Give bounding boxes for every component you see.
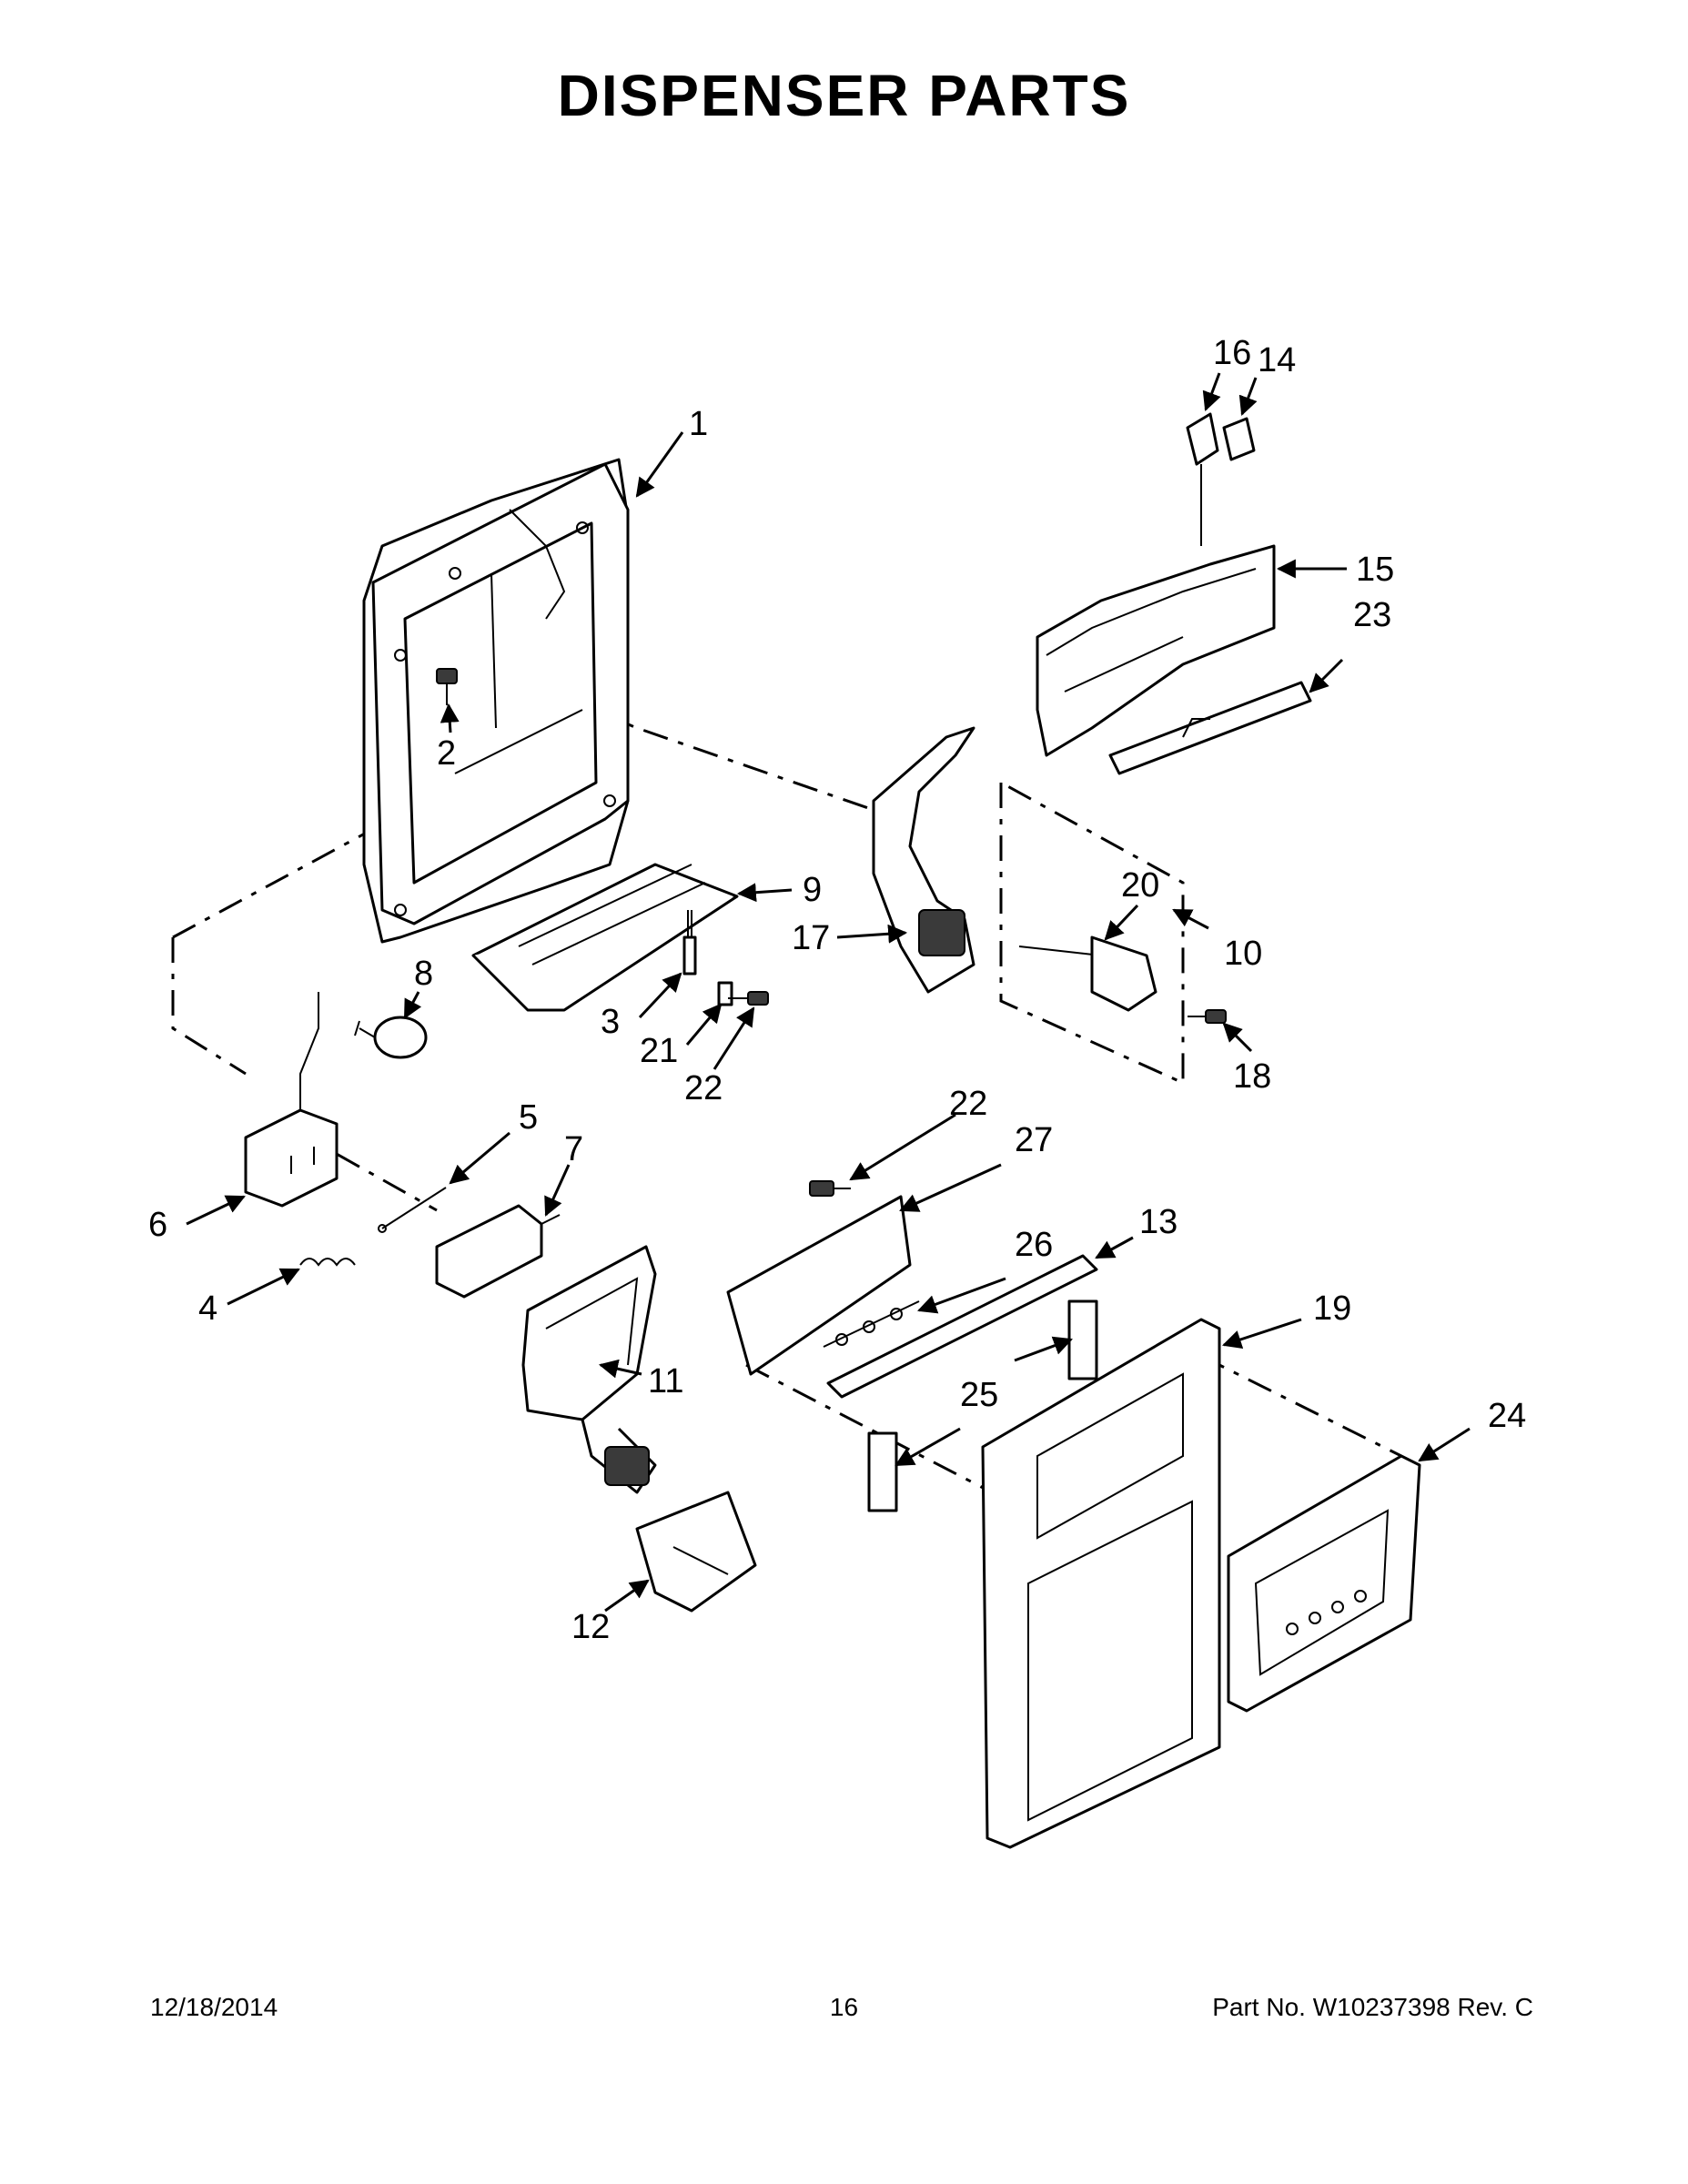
part-16-bracket xyxy=(1186,412,1219,546)
part-14-plate xyxy=(1222,417,1256,461)
part-11-chute xyxy=(521,1245,657,1494)
callout-7: 7 xyxy=(564,1130,583,1168)
callout-15: 15 xyxy=(1356,551,1394,589)
part-17-actuator xyxy=(872,726,975,994)
part-24-panel xyxy=(1227,1454,1421,1713)
part-22-screw-lower xyxy=(809,1180,851,1197)
part-18-screw xyxy=(1188,1009,1227,1024)
callout-4: 4 xyxy=(198,1289,217,1328)
page-title: DISPENSER PARTS xyxy=(557,63,1131,128)
part-21-clip xyxy=(717,981,733,1006)
callout-12: 12 xyxy=(571,1608,610,1646)
part-26-lights xyxy=(823,1300,920,1348)
part-12-flap xyxy=(635,1491,757,1613)
callout-6: 6 xyxy=(148,1206,167,1244)
callout-25: 25 xyxy=(960,1376,998,1414)
part-27-panel xyxy=(726,1195,912,1376)
callout-22-lower: 22 xyxy=(949,1085,987,1123)
callout-26: 26 xyxy=(1015,1226,1053,1264)
part-23-board xyxy=(1108,681,1312,775)
part-6-solenoid xyxy=(244,992,339,1208)
callout-24: 24 xyxy=(1488,1397,1526,1435)
footer-date: 12/18/2014 xyxy=(150,1993,278,2021)
part-13-strip xyxy=(826,1254,1098,1399)
callout-13: 13 xyxy=(1139,1203,1178,1241)
callout-17: 17 xyxy=(792,919,830,957)
callout-1: 1 xyxy=(689,405,708,443)
callout-19: 19 xyxy=(1313,1289,1351,1328)
part-15-housing xyxy=(1036,544,1276,757)
callout-20: 20 xyxy=(1121,866,1159,905)
callout-22-upper: 22 xyxy=(684,1069,723,1107)
callout-5: 5 xyxy=(519,1098,538,1137)
callout-2: 2 xyxy=(437,734,456,773)
callout-11: 11 xyxy=(648,1362,683,1400)
part-4-spring xyxy=(299,1258,356,1267)
callout-8: 8 xyxy=(414,955,433,993)
callout-leaders xyxy=(186,372,1471,1613)
callout-labels: 1 2 3 4 5 6 7 8 9 10 11 12 13 14 15 16 1… xyxy=(148,334,1526,1646)
part-3-contact xyxy=(682,910,697,976)
callout-14: 14 xyxy=(1258,341,1296,379)
callout-16: 16 xyxy=(1213,334,1251,372)
part-20-arm xyxy=(1018,935,1157,1012)
callout-3: 3 xyxy=(601,1003,620,1041)
part-9-tray xyxy=(471,863,739,1012)
part-5-pin xyxy=(378,1187,447,1233)
callout-27: 27 xyxy=(1015,1121,1053,1159)
part-2-screw xyxy=(436,668,458,705)
footer-part-number: Part No. W10237398 Rev. C xyxy=(1212,1993,1533,2021)
callout-18: 18 xyxy=(1233,1057,1271,1096)
callout-10: 10 xyxy=(1224,935,1262,973)
part-7-lever xyxy=(435,1204,561,1299)
callout-21: 21 xyxy=(640,1032,678,1070)
callout-9: 9 xyxy=(803,871,822,909)
part-19-frame xyxy=(981,1318,1221,1849)
footer-page-number: 16 xyxy=(829,1993,859,2021)
part-1-housing xyxy=(362,458,630,944)
part-22-screw-upper xyxy=(728,991,769,1006)
part-8-motor xyxy=(354,1016,428,1059)
callout-23: 23 xyxy=(1353,596,1391,634)
part-25-spacers xyxy=(867,1299,1098,1512)
